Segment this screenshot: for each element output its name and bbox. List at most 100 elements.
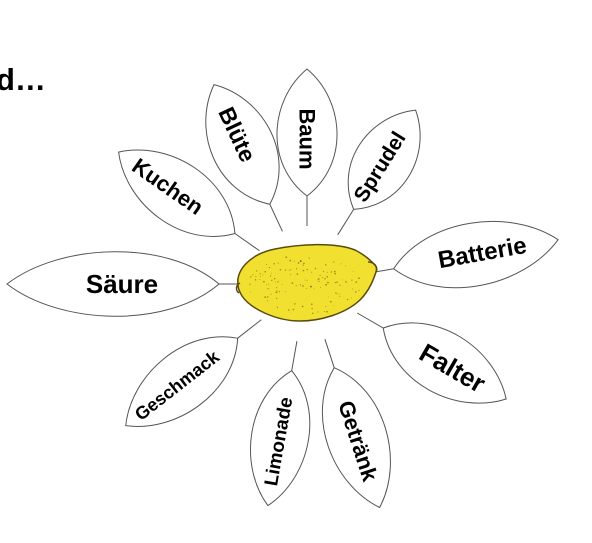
- lemon-dot: [289, 260, 291, 262]
- lemon-dot: [274, 278, 275, 279]
- lemon-dot: [355, 291, 357, 293]
- petal-5: Getränk: [322, 339, 390, 507]
- lemon-dot: [335, 292, 336, 293]
- lemon-dot: [323, 271, 324, 272]
- lemon-dot: [309, 257, 310, 258]
- lemon-dot: [285, 269, 286, 270]
- petal-stem: [235, 234, 260, 251]
- lemon-dot: [296, 285, 297, 286]
- lemon-dot: [335, 282, 336, 283]
- lemon-dot: [296, 268, 297, 269]
- petal-label: Säure: [86, 269, 158, 299]
- lemon-dot: [333, 305, 334, 306]
- lemon-dot: [336, 281, 338, 283]
- lemon-dot: [334, 273, 336, 275]
- lemon-dot: [276, 287, 277, 288]
- lemon-dot: [307, 280, 308, 281]
- lemon-dot: [324, 278, 326, 280]
- lemon-dot: [352, 289, 353, 290]
- lemon-dot: [263, 275, 264, 276]
- lemon-dot: [358, 277, 360, 279]
- lemon-dot: [263, 281, 265, 283]
- lemon-dot: [268, 288, 269, 289]
- lemon-dot: [273, 263, 275, 265]
- lemon-dot: [318, 281, 319, 282]
- lemon-dot: [334, 271, 336, 273]
- lemon-dot: [347, 299, 348, 300]
- lemon-dot: [328, 297, 329, 298]
- lemon-dot: [351, 279, 352, 280]
- lemon-dot: [311, 272, 312, 273]
- lemon-dot: [255, 279, 256, 280]
- lemon-dot: [325, 306, 326, 307]
- lemon-dot: [325, 264, 326, 265]
- lemon-dot: [271, 294, 272, 295]
- lemon-dot: [303, 263, 305, 265]
- petal-stem: [238, 320, 262, 338]
- lemon-dot: [268, 284, 269, 285]
- lemon-dot: [266, 264, 267, 265]
- lemon-dot: [315, 268, 316, 269]
- lemon-dot: [267, 296, 269, 298]
- lemon-dot: [355, 281, 357, 283]
- lemon-dot: [250, 291, 251, 292]
- lemon-dot: [326, 284, 327, 285]
- lemon-dot: [324, 311, 325, 312]
- lemon-dot: [264, 296, 266, 298]
- lemon-dot: [260, 276, 261, 277]
- petal-stem: [270, 204, 283, 231]
- lemon-dot: [267, 300, 268, 301]
- lemon-dot: [282, 284, 283, 285]
- petal-stem: [357, 313, 383, 328]
- lemon-dot: [277, 281, 278, 282]
- lemon-dot: [330, 301, 332, 303]
- lemon-dot: [317, 279, 318, 280]
- lemon-dot: [326, 311, 328, 313]
- lemon-dot: [303, 306, 304, 307]
- lemon-dot: [298, 262, 300, 264]
- petal-4: Falter: [357, 313, 506, 403]
- lemon-dot: [305, 280, 306, 281]
- lemon-dot: [255, 276, 256, 277]
- lemon-dot: [277, 307, 278, 308]
- petal-1: Baum: [277, 69, 337, 226]
- lemon-dot: [292, 282, 294, 284]
- lemon-dot: [269, 267, 270, 268]
- lemon-dot: [345, 265, 346, 266]
- lemon-dot: [259, 279, 260, 280]
- petal-2: Sprudel: [338, 110, 420, 235]
- lemon-dot: [320, 275, 321, 276]
- lemon-dot: [276, 292, 278, 294]
- lemon-dot: [277, 290, 278, 291]
- lemon-dot: [302, 285, 304, 287]
- lemon-dot: [294, 303, 296, 305]
- lemon-dot: [351, 297, 352, 298]
- petal-3: Batterie: [364, 221, 558, 287]
- lemon-dot: [322, 277, 323, 278]
- lemon-dot: [327, 276, 329, 278]
- lemon-dot: [337, 293, 338, 294]
- lemon-dot: [303, 270, 305, 272]
- lemon-dot: [331, 271, 332, 272]
- lemon-dot: [260, 273, 261, 274]
- lemon-dot: [306, 288, 307, 289]
- lemon-dot: [279, 291, 280, 292]
- lemon-dot: [289, 270, 290, 271]
- lemon-dot: [311, 308, 312, 309]
- lemon-dot: [353, 271, 354, 272]
- petal-6: Limonade: [250, 341, 309, 505]
- lemon-dot: [303, 264, 304, 265]
- lemon-dot: [271, 273, 272, 274]
- lemon-dot: [327, 272, 328, 273]
- lemon-dot: [339, 296, 340, 297]
- petal-7: Geschmack: [126, 320, 262, 427]
- petal-stem: [325, 339, 334, 368]
- lemon-dot: [280, 269, 282, 271]
- lemon-dot: [314, 288, 315, 289]
- lemon-dot: [342, 279, 343, 280]
- lemon-dot: [317, 311, 318, 312]
- lemon-dot: [270, 275, 271, 276]
- lemon-dot: [256, 270, 257, 271]
